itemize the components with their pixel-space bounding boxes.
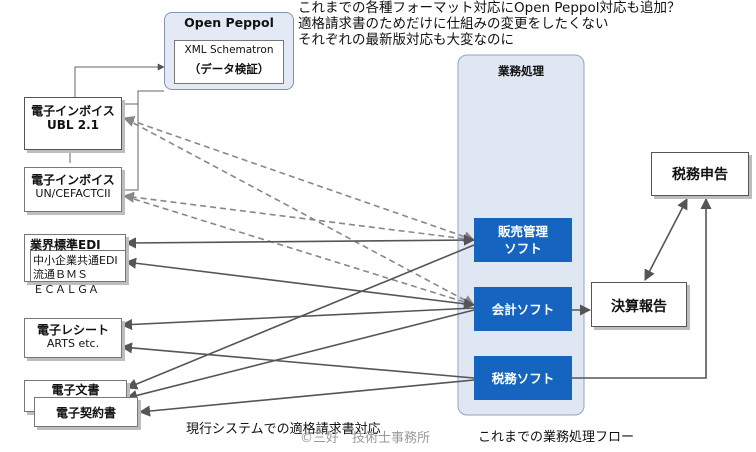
link-docs-sales [125,244,475,390]
link-docs-tax [138,379,475,417]
dashed-ubl-sales [122,116,476,242]
peppol-schematron-label: XML Schematron [184,44,274,56]
contract-box [34,397,138,427]
sales-software-line1: 販売管理 [497,224,548,239]
receipt-box [24,318,122,358]
receipt-title: 電子レシート [36,323,109,337]
edi-box-front [30,250,126,282]
note-line-3: それぞれの最新版対応も大変なのに [298,32,514,48]
ubl-version: UBL 2.1 [47,118,99,132]
edi-title: 業界標準EDI [30,238,101,252]
dashed-cefact-accounting [123,195,475,306]
edi-ecalga: ＥＣＡＬＧＡ [33,283,99,296]
dashed-cefact-sales [122,191,475,241]
link-docs-accounting [125,309,475,401]
tax-software-label: 税務ソフト [491,370,555,386]
peppol-link-cefact [122,90,164,191]
cefact-title: 電子インボイス [31,173,115,187]
business-title: 業務処理 [498,64,544,78]
contract-title: 電子契約書 [55,406,116,420]
peppol-schematron-box [174,40,284,84]
edi-bms: 流通ＢＭＳ [33,268,88,281]
financial-report-label: 決算報告 [611,299,667,315]
peppol-validation-label: （データ検証） [188,62,270,76]
dashed-ubl-accounting [123,117,475,306]
peppol-link-ubl [74,63,165,97]
receipt-standard: ARTS etc. [46,337,100,350]
link-edi-accounting [124,257,476,310]
peppol-title: Open Peppol [184,15,274,30]
link-tax-filing [572,197,712,379]
sales-software-box: 販売管理 ソフト [474,218,572,262]
tax-filing-box [651,152,749,196]
cefact-invoice-box [24,167,122,212]
cefact-standard: UN/CEFACTCII [35,187,111,200]
accounting-software-label: 会計ソフト [491,301,555,317]
tax-filing-label: 税務申告 [672,167,728,183]
footer-flow-caption: これまでの業務処理フロー [478,430,635,445]
accounting-software-box: 会計ソフト [474,287,572,331]
watermark: ©三好 技術士事務所 [300,431,431,446]
docs-title: 電子文書 [51,383,100,397]
note-line-2: 適格請求書のためだけに仕組みの変更をしたくない [298,16,609,32]
ubl-invoice-box [24,97,122,150]
link-edi-sales [124,234,476,249]
note-line-1: これまでの各種フォーマット対応にOpen Peppol対応も追加？ [298,0,681,16]
tax-software-box: 税務ソフト [474,356,572,400]
edi-sme: 中小企業共通EDI [33,254,118,267]
financial-report-box [591,282,687,327]
link-receipt-accounting [120,307,475,331]
link-receipt-tax [120,342,475,379]
footer-current-system: 現行システムでの適格請求書対応 [186,422,381,437]
sales-software-line2: ソフト [504,241,542,256]
link-report-filing [644,198,688,281]
ubl-title: 電子インボイス [31,104,115,118]
